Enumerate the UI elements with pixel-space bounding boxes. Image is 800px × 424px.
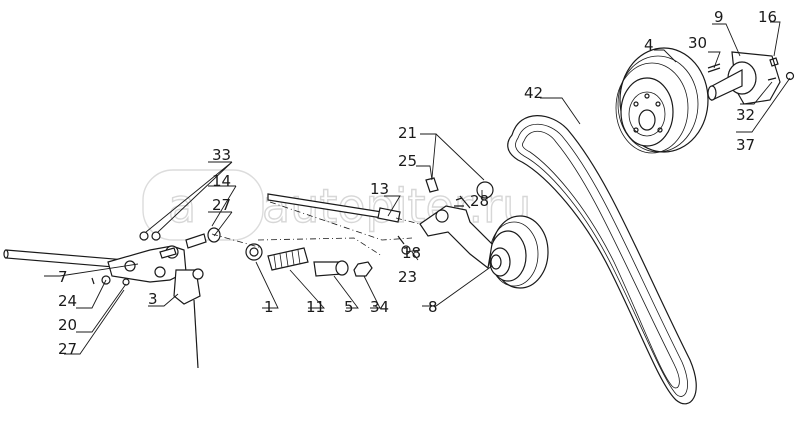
pulley-4 bbox=[615, 47, 709, 154]
label-34: 34 bbox=[370, 298, 389, 316]
label-37: 37 bbox=[736, 136, 755, 154]
label-3: 3 bbox=[148, 290, 158, 308]
assembly-lines bbox=[211, 201, 413, 257]
nut-34 bbox=[353, 261, 373, 277]
label-25: 25 bbox=[398, 152, 417, 170]
bushing-5 bbox=[313, 260, 349, 277]
label-32: 32 bbox=[736, 106, 755, 124]
callout-labels: 33 14 27 7 24 20 27 3 1 11 5 34 8 23 18 … bbox=[58, 8, 777, 358]
leader-lines bbox=[44, 21, 791, 355]
label-7: 7 bbox=[58, 268, 68, 286]
bushing-1 bbox=[245, 243, 263, 261]
label-33: 33 bbox=[212, 146, 231, 164]
flange-9-hub-30 bbox=[707, 51, 795, 105]
tensioner-pulley-8 bbox=[397, 177, 549, 289]
label-27-bottom: 27 bbox=[58, 340, 77, 358]
lever-3-rod-7 bbox=[3, 231, 204, 369]
label-16: 16 bbox=[758, 8, 777, 26]
label-5: 5 bbox=[344, 298, 354, 316]
label-14: 14 bbox=[212, 172, 231, 190]
label-24: 24 bbox=[58, 292, 77, 310]
label-8: 8 bbox=[428, 298, 438, 316]
label-42: 42 bbox=[524, 84, 543, 102]
label-18: 18 bbox=[402, 244, 421, 262]
label-23: 23 bbox=[398, 268, 417, 286]
belt-42 bbox=[507, 115, 697, 405]
label-13: 13 bbox=[370, 180, 389, 198]
label-11: 11 bbox=[306, 298, 325, 316]
label-30: 30 bbox=[688, 34, 707, 52]
label-28: 28 bbox=[470, 192, 489, 210]
label-21: 21 bbox=[398, 124, 417, 142]
label-1: 1 bbox=[264, 298, 274, 316]
label-9: 9 bbox=[714, 8, 724, 26]
spring-11 bbox=[267, 247, 309, 271]
label-4: 4 bbox=[644, 36, 654, 54]
label-20: 20 bbox=[58, 316, 77, 334]
watermark-logo: a bbox=[168, 179, 196, 233]
label-27-top: 27 bbox=[212, 196, 231, 214]
